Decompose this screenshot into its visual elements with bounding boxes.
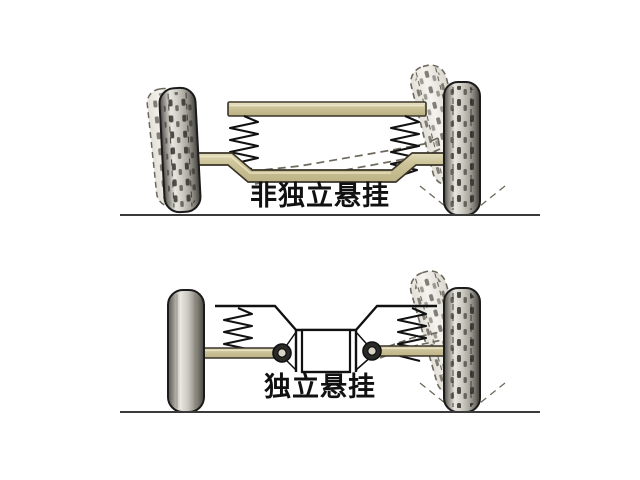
right-pivot-joint (362, 341, 382, 361)
left-pivot-joint (272, 343, 292, 363)
diagram-non-independent-suspension: 非独立悬挂 (120, 64, 540, 216)
independent-suspension-label: 独立悬挂 (264, 371, 376, 403)
left-wheel (158, 86, 202, 214)
left-wheel-2 (167, 289, 205, 413)
chassis-rail (227, 101, 427, 117)
non-independent-suspension-label: 非独立悬挂 (250, 180, 390, 212)
differential-housing (300, 328, 352, 374)
diagram-independent-suspension: 独立悬挂 (120, 270, 540, 413)
right-wheel (443, 81, 481, 216)
left-coil-spring (228, 115, 260, 171)
right-wheel-2 (443, 287, 481, 413)
